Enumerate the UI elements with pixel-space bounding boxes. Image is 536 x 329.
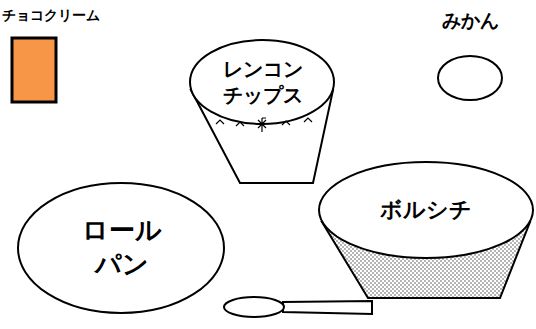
chip-mark [282, 121, 290, 125]
food-label: チョコクリーム [2, 6, 108, 24]
dessert-cup: チョコクリーム [2, 4, 112, 106]
fruit-circle [438, 56, 502, 100]
spoon-handle [283, 301, 372, 314]
food-label: レンコン チップス [213, 56, 313, 108]
fruit-item: みかん [412, 6, 528, 106]
chip-mark [304, 118, 312, 122]
soup-bowl: ボルシチ [316, 160, 535, 302]
bowl-rim [190, 40, 334, 124]
chip-mark [258, 118, 266, 132]
food-label: ボルシチ [326, 196, 526, 225]
soup-bowl-outline [316, 160, 535, 302]
bowl-rim [319, 162, 533, 258]
food-label: みかん [422, 8, 518, 33]
plate-oval [18, 183, 224, 313]
bread-plate: ロール パン [16, 178, 228, 316]
chip-mark [216, 120, 224, 124]
food-label: ロール パン [67, 214, 177, 282]
spoon-bowl [224, 297, 284, 317]
bread-plate-outline [16, 178, 228, 316]
side-dish-bowl: レンコン チップス [186, 38, 340, 188]
orange-square [12, 38, 56, 102]
chip-mark [236, 122, 244, 126]
